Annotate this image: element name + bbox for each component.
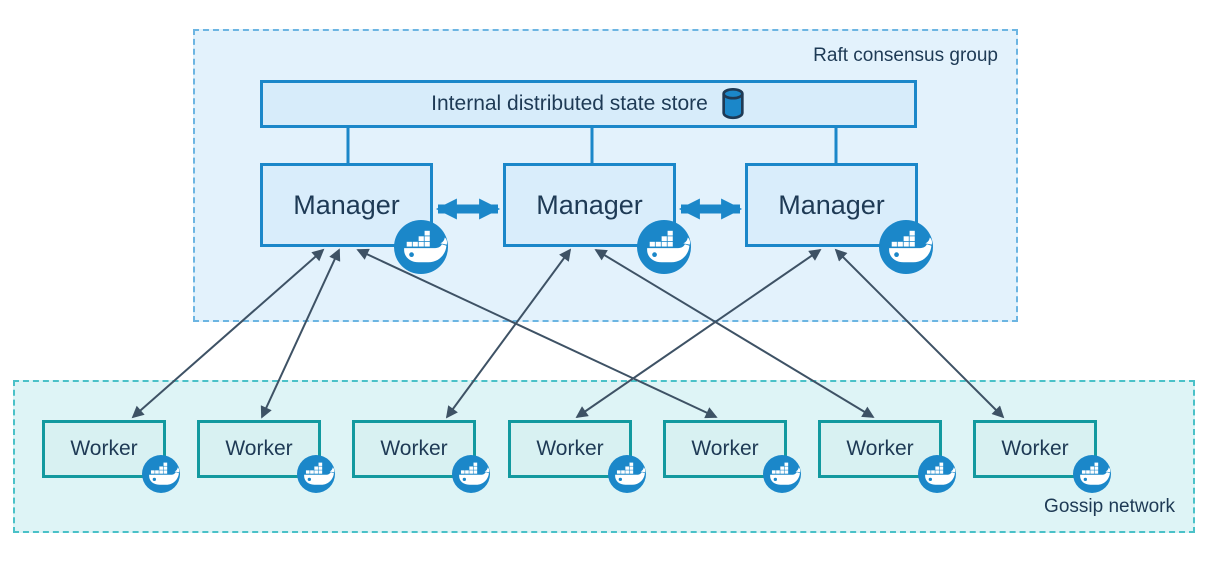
docker-whale-icon bbox=[1073, 455, 1111, 493]
docker-whale-icon bbox=[637, 220, 691, 274]
docker-whale-icon bbox=[763, 455, 801, 493]
docker-whale-icon bbox=[879, 220, 933, 274]
state-store-box: Internal distributed state store bbox=[260, 80, 917, 128]
docker-whale-icon bbox=[608, 455, 646, 493]
worker-node-5: Worker bbox=[663, 420, 787, 478]
manager-label: Manager bbox=[778, 189, 885, 220]
worker-label: Worker bbox=[846, 437, 914, 460]
edge-manager-2-worker-3 bbox=[445, 248, 572, 419]
manager-node-2: Manager bbox=[503, 163, 676, 247]
worker-label: Worker bbox=[70, 437, 138, 460]
edge-manager-1-worker-5 bbox=[356, 248, 718, 419]
docker-whale-icon bbox=[297, 455, 335, 493]
edge-manager-3-worker-4 bbox=[575, 248, 822, 419]
worker-node-7: Worker bbox=[973, 420, 1097, 478]
manager-node-1: Manager bbox=[260, 163, 433, 247]
edge-manager-3-worker-7 bbox=[834, 248, 1005, 419]
worker-label: Worker bbox=[1001, 437, 1069, 460]
raft-group-label: Raft consensus group bbox=[813, 45, 998, 66]
docker-whale-icon bbox=[918, 455, 956, 493]
worker-node-3: Worker bbox=[352, 420, 476, 478]
gossip-network-label: Gossip network bbox=[1044, 496, 1175, 517]
docker-whale-icon bbox=[394, 220, 448, 274]
worker-node-4: Worker bbox=[508, 420, 632, 478]
manager-label: Manager bbox=[536, 189, 643, 220]
worker-node-1: Worker bbox=[42, 420, 166, 478]
worker-label: Worker bbox=[225, 437, 293, 460]
worker-node-2: Worker bbox=[197, 420, 321, 478]
docker-whale-icon bbox=[452, 455, 490, 493]
manager-label: Manager bbox=[293, 189, 400, 220]
worker-label: Worker bbox=[691, 437, 759, 460]
worker-label: Worker bbox=[536, 437, 604, 460]
worker-label: Worker bbox=[380, 437, 448, 460]
edge-manager-2-worker-6 bbox=[594, 249, 875, 418]
manager-node-3: Manager bbox=[745, 163, 918, 247]
docker-whale-icon bbox=[142, 455, 180, 493]
state-store-label: Internal distributed state store bbox=[431, 92, 708, 115]
edge-manager-1-worker-1 bbox=[131, 248, 325, 419]
database-icon bbox=[722, 88, 744, 120]
worker-node-6: Worker bbox=[818, 420, 942, 478]
edge-manager-1-worker-2 bbox=[260, 248, 341, 419]
